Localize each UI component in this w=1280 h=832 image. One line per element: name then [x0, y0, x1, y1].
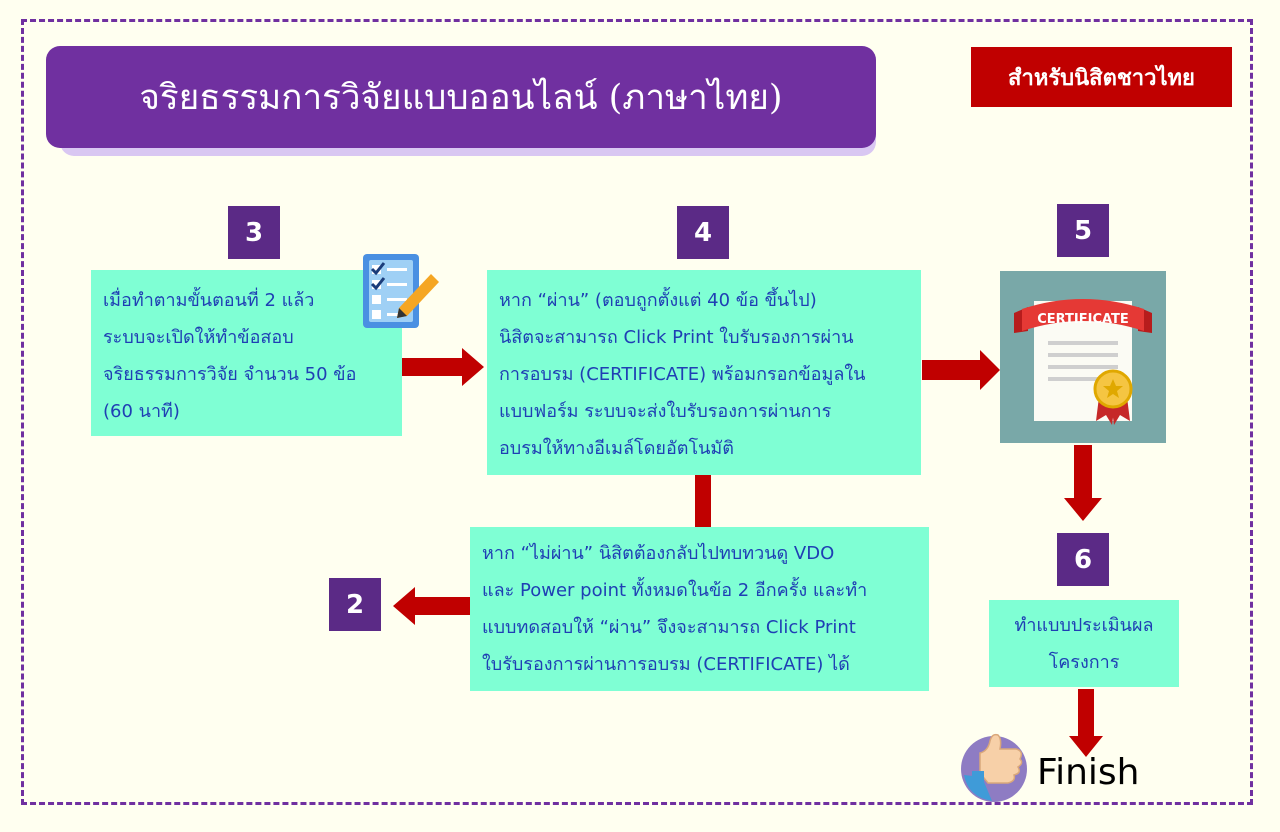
step-4-badge: 4 [677, 206, 729, 259]
quiz-checklist-icon [363, 254, 439, 328]
step-3-box: เมื่อทำตามขั้นตอนที่ 2 แล้ว ระบบจะเปิดให… [91, 270, 402, 436]
step-3-badge: 3 [228, 206, 280, 259]
fail-line: หาก “ไม่ผ่าน” นิสิตต้องกลับไปทบทวนดู VDO [482, 543, 835, 564]
step-6-badge: 6 [1057, 533, 1109, 586]
step-4-line: อบรมให้ทางอีเมล์โดยอัตโนมัติ [499, 438, 734, 459]
thumbs-up-icon [961, 733, 1027, 802]
dashed-frame [21, 19, 1253, 805]
certificate-banner-text: CERTIFICATE [1037, 312, 1129, 327]
step-3-line: เมื่อทำตามขั้นตอนที่ 2 แล้ว [103, 290, 315, 311]
finish-label: Finish [1037, 752, 1140, 793]
step-4-line: หาก “ผ่าน” (ตอบถูกตั้งแต่ 40 ข้อ ขึ้นไป) [499, 290, 817, 311]
step-3-line: ระบบจะเปิดให้ทำข้อสอบ [103, 327, 294, 348]
fail-line: ใบรับรองการผ่านการอบรม (CERTIFICATE) ได้ [482, 654, 850, 675]
step-4-line: นิสิตจะสามารถ Click Print ใบรับรองการผ่า… [499, 327, 854, 348]
fail-line: และ Power point ทั้งหมดในข้อ 2 อีกครั้ง … [482, 580, 868, 601]
step-6-line: ทำแบบประเมินผล [1014, 615, 1154, 636]
thai-student-badge: สำหรับนิสิตชาวไทย [971, 47, 1232, 107]
step-3-line: จริยธรรมการวิจัย จำนวน 50 ข้อ [103, 364, 357, 385]
step-2-badge: 2 [329, 578, 381, 631]
certificate-image: CERTIFICATE [1000, 271, 1166, 443]
fail-line: แบบทดสอบให้ “ผ่าน” จึงจะสามารถ Click Pri… [482, 617, 856, 638]
step-4-line: การอบรม (CERTIFICATE) พร้อมกรอกข้อมูลใน [499, 364, 866, 385]
step-5-badge: 5 [1057, 204, 1109, 257]
step-4-box: หาก “ผ่าน” (ตอบถูกตั้งแต่ 40 ข้อ ขึ้นไป)… [487, 270, 921, 475]
step-4-line: แบบฟอร์ม ระบบจะส่งใบรับรองการผ่านการ [499, 401, 832, 422]
fail-box: หาก “ไม่ผ่าน” นิสิตต้องกลับไปทบทวนดู VDO… [470, 527, 929, 691]
step-6-box: ทำแบบประเมินผล โครงการ [989, 600, 1179, 687]
step-6-line: โครงการ [1048, 652, 1120, 673]
page-title: จริยธรรมการวิจัยแบบออนไลน์ (ภาษาไทย) [46, 46, 876, 148]
step-3-line: (60 นาที) [103, 401, 180, 422]
